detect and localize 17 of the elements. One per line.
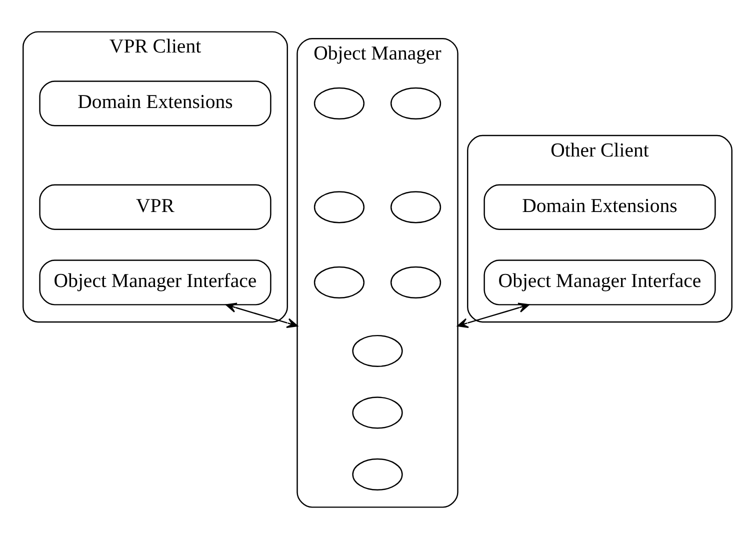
node-ellipse [390, 87, 442, 120]
node-ellipse [314, 266, 365, 299]
cluster: Object Manager [296, 38, 458, 508]
node-box: VPR [39, 184, 272, 230]
node-ellipse [314, 191, 365, 224]
arrow [226, 302, 298, 328]
arrow [457, 302, 530, 328]
node-ellipse [352, 396, 403, 429]
node-ellipse [390, 266, 442, 299]
node-box: Object Manager Interface [484, 260, 716, 306]
node-ellipse [314, 87, 365, 120]
node-box: Domain Extensions [484, 184, 716, 230]
node-ellipse [390, 191, 442, 224]
node-box: Object Manager Interface [39, 260, 272, 306]
node-ellipse [352, 334, 403, 368]
node-ellipse [352, 458, 403, 491]
node-box: Domain Extensions [39, 80, 272, 126]
